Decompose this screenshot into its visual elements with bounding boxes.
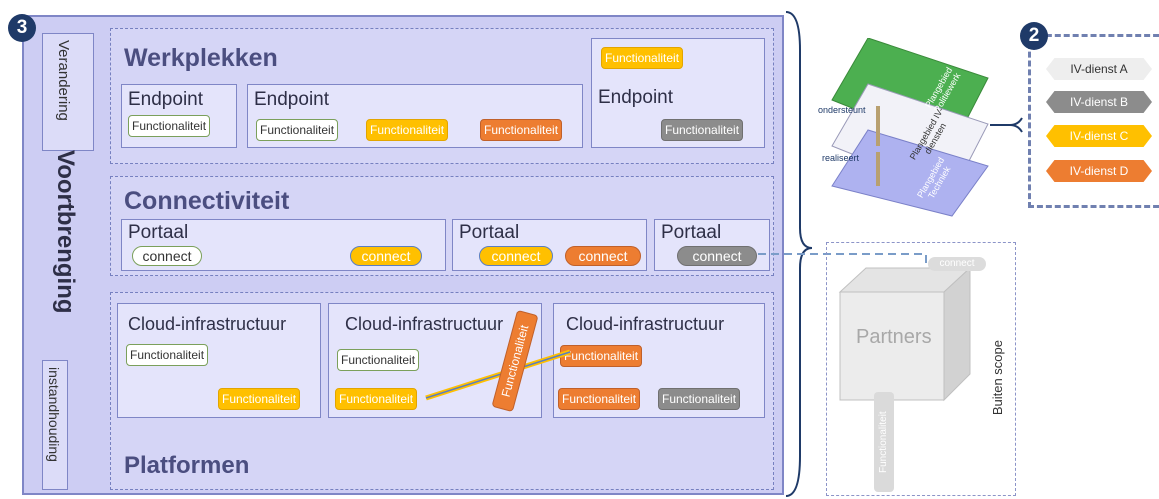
endpoint-label: Endpoint xyxy=(598,87,674,108)
platformen-title: Platformen xyxy=(124,452,250,479)
connector-line xyxy=(990,117,1023,133)
partners-label: Partners xyxy=(856,326,932,348)
voortbrenging-label: Voortbrenging xyxy=(52,150,79,314)
functionaliteit-tag: Functionaliteit xyxy=(560,345,643,367)
cloud-label: Cloud-infrastructuur xyxy=(566,314,725,334)
connectiviteit-title: Connectiviteit xyxy=(124,187,290,215)
badge-3: 3 xyxy=(8,14,36,42)
iv-dienst-d: IV-dienst D xyxy=(1046,160,1152,182)
functionaliteit-tag: Functionaliteit xyxy=(480,119,563,141)
verandering-box: Verandering xyxy=(42,33,94,151)
connect-pill: connect xyxy=(132,246,202,266)
iv-diensten-panel xyxy=(1028,34,1159,208)
functionaliteit-tag: Functionaliteit xyxy=(661,119,744,141)
functionaliteit-tag: Functionaliteit xyxy=(256,119,339,141)
instandhouding-box: instandhouding xyxy=(42,360,68,490)
functionaliteit-tag: Functionaliteit xyxy=(126,344,209,366)
connect-pill: connect xyxy=(565,246,641,266)
portaal-label: Portaal xyxy=(128,222,189,243)
partner-connector xyxy=(758,253,927,268)
ondersteunt-label: ondersteunt xyxy=(818,105,866,115)
partners-connect-pill: connect xyxy=(928,257,986,271)
endpoint-label: Endpoint xyxy=(254,89,330,110)
iv-dienst-a: IV-dienst A xyxy=(1046,58,1152,80)
endpoint-box-3: Functionaliteit Endpoint Functionaliteit xyxy=(591,38,765,148)
functionaliteit-tag: Functionaliteit xyxy=(218,388,301,410)
iv-dienst-b: IV-dienst B xyxy=(1046,91,1152,113)
functionaliteit-tag: Functionaliteit xyxy=(558,388,641,410)
portaal-box-3: Portaal connect xyxy=(654,219,770,271)
cloud-box-1: Cloud-infrastructuur Functionaliteit Fun… xyxy=(117,303,321,418)
partners-area xyxy=(826,242,1016,496)
functionaliteit-tag: Functionaliteit xyxy=(601,47,684,69)
connect-pill: connect xyxy=(350,246,422,266)
verandering-label: Verandering xyxy=(55,40,72,121)
partners-cube xyxy=(838,266,972,402)
endpoint-box-2: Endpoint Functionaliteit Functionaliteit… xyxy=(247,84,583,148)
partner-functionaliteit: Functionaliteit xyxy=(874,392,894,492)
layers-illustration xyxy=(831,38,989,217)
portaal-box-2: Portaal connect connect xyxy=(452,219,647,271)
connect-pill: connect xyxy=(479,246,553,266)
realiseert-label: realiseert xyxy=(822,153,860,163)
brace-icon xyxy=(785,11,813,497)
werkplekken-title: Werkplekken xyxy=(124,44,278,72)
functionaliteit-tag: Functionaliteit xyxy=(337,349,420,371)
cloud-label: Cloud-infrastructuur xyxy=(128,314,287,334)
cloud-box-3: Cloud-infrastructuur Functionaliteit Fun… xyxy=(553,303,765,418)
functionaliteit-tag: Functionaliteit xyxy=(335,388,418,410)
portaal-box-1: Portaal connect connect xyxy=(121,219,446,271)
endpoint-box-1: Endpoint Functionaliteit xyxy=(121,84,237,148)
functionaliteit-tag: Functionaliteit xyxy=(658,388,741,410)
portaal-label: Portaal xyxy=(661,222,722,243)
functionaliteit-tag: Functionaliteit xyxy=(366,119,449,141)
connection-line xyxy=(425,349,571,401)
connect-pill: connect xyxy=(677,246,757,266)
cloud-label: Cloud-infrastructuur xyxy=(345,314,504,334)
buiten-scope-label: Buiten scope xyxy=(990,340,1005,416)
endpoint-label: Endpoint xyxy=(128,89,204,110)
functionaliteit-tag: Functionaliteit xyxy=(128,115,211,137)
instandhouding-label: instandhouding xyxy=(46,367,62,462)
iv-dienst-c: IV-dienst C xyxy=(1046,125,1152,147)
portaal-label: Portaal xyxy=(459,222,520,243)
badge-2: 2 xyxy=(1020,22,1048,50)
